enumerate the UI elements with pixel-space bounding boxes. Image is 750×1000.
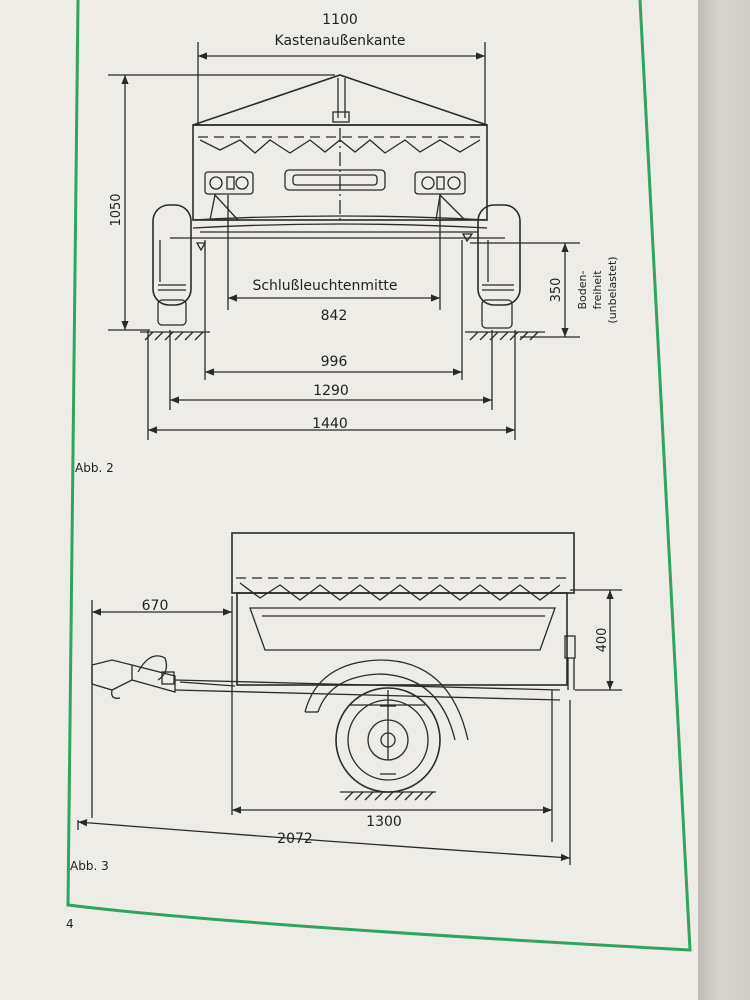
dim-670: 670	[142, 598, 169, 614]
label-ground-clearance-2: freiheit	[591, 270, 604, 310]
caption-abb-3: Abb. 3	[70, 859, 109, 873]
label-ground-clearance-3: (unbelastet)	[606, 256, 619, 323]
label-box-outer-edge: Kastenaußenkante	[275, 33, 406, 49]
dim-996: 996	[321, 354, 348, 370]
next-page-edge	[698, 0, 750, 1000]
caption-abb-2: Abb. 2	[75, 461, 114, 475]
figure-2-rear-view	[108, 42, 580, 440]
label-ground-clearance-1: Boden-	[576, 270, 589, 309]
figure-3-side-view	[77, 532, 622, 865]
dim-1050: 1050	[109, 193, 124, 226]
dim-842: 842	[321, 308, 348, 324]
dim-2072: 2072	[277, 831, 313, 847]
green-frame	[66, 0, 692, 952]
dim-1100: 1100	[322, 12, 358, 28]
page-number: 4	[66, 917, 74, 931]
label-tail-light-center: Schlußleuchtenmitte	[252, 278, 397, 294]
dim-1300: 1300	[366, 814, 402, 830]
dim-400: 400	[595, 628, 610, 653]
dim-350: 350	[549, 278, 564, 303]
dim-1290: 1290	[313, 383, 349, 399]
dim-1440: 1440	[312, 416, 348, 432]
